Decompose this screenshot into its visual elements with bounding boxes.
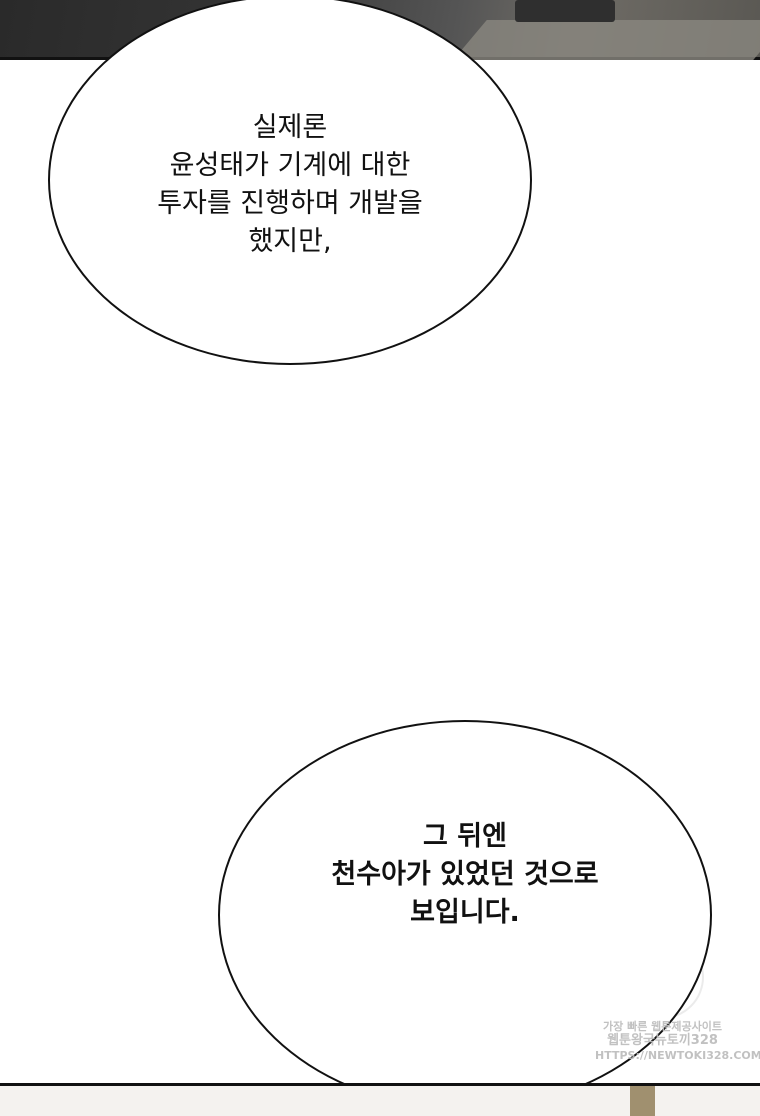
pole-artwork: [630, 1086, 655, 1116]
watermark-line-1: 가장 빠른 웹툰제공사이트: [603, 1020, 722, 1033]
speech-text-2: 그 뒤엔 천수아가 있었던 것으로 보입니다.: [331, 821, 599, 928]
watermark-url: HTTPS://NEWTOKI328.COM: [595, 1049, 760, 1062]
watermark-line-2: 웹툰왕국뉴토끼328: [607, 1033, 718, 1048]
watermark: 가장 빠른 웹툰제공사이트 웹툰왕국뉴토끼328 HTTPS://NEWTOKI…: [595, 1020, 760, 1062]
speech-text-1: 실제론 윤성태가 기계에 대한 투자를 진행하며 개발을 했지만,: [157, 112, 423, 257]
device-artwork: [515, 0, 615, 22]
bottom-comic-panel: [0, 1083, 760, 1116]
speech-bubble-1: 실제론 윤성태가 기계에 대한 투자를 진행하며 개발을 했지만,: [48, 0, 532, 365]
desk-artwork: [453, 20, 760, 60]
